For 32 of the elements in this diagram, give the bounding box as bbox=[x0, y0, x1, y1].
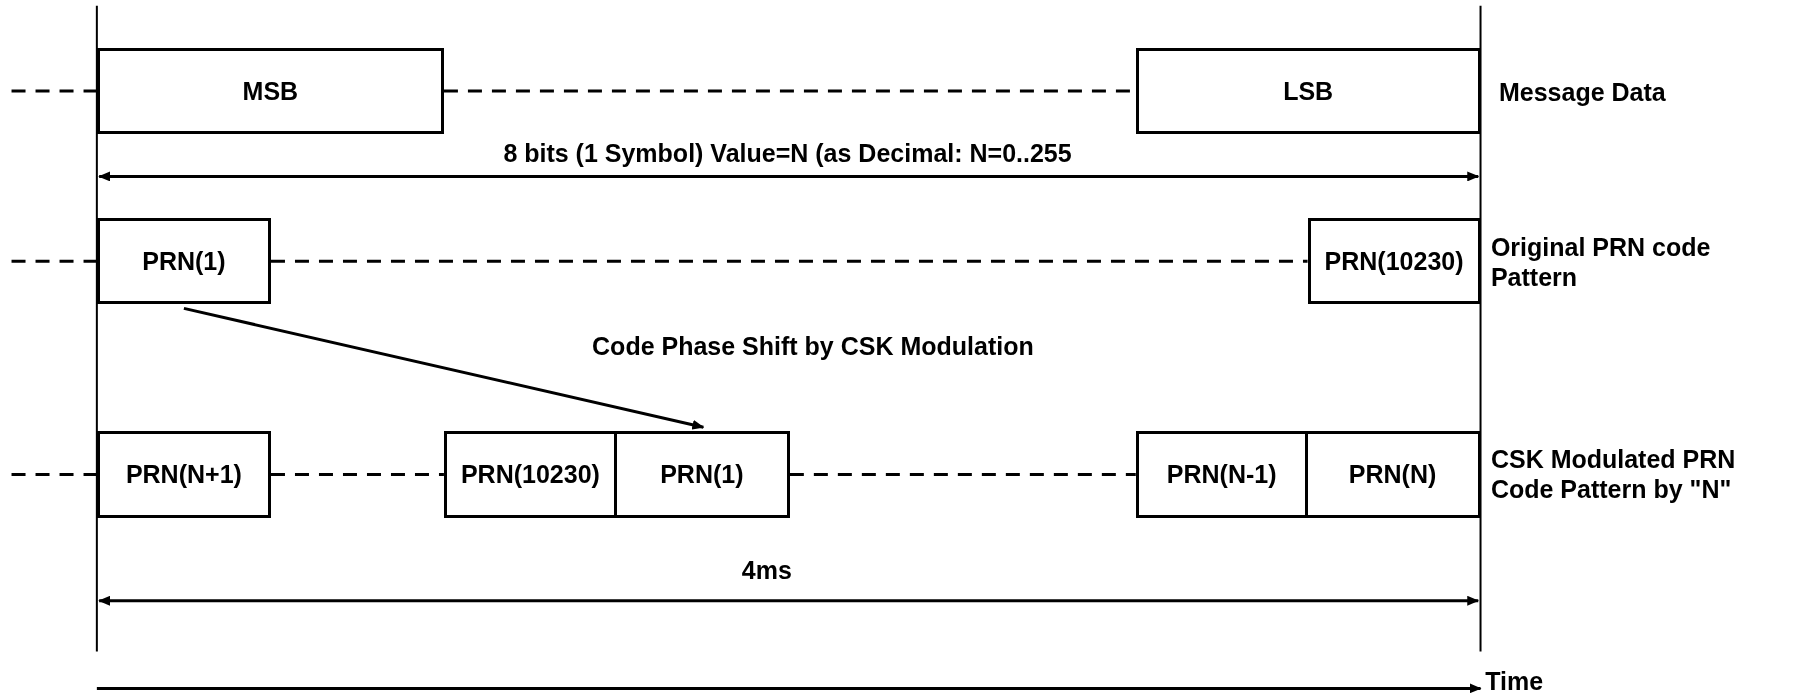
dimension-label: 4ms bbox=[741, 554, 792, 585]
bit-box bbox=[1135, 48, 1481, 134]
dashed-line bbox=[11, 259, 97, 263]
box-label: PRN(10230) bbox=[1324, 246, 1464, 276]
bit-box bbox=[616, 431, 790, 518]
axis-label: Time bbox=[1485, 666, 1544, 695]
box-label: PRN(10230) bbox=[460, 459, 600, 489]
box-label: PRN(N-1) bbox=[1166, 459, 1277, 489]
box-label: PRN(N) bbox=[1348, 459, 1437, 489]
bit-box bbox=[1135, 431, 1308, 518]
dashed-line bbox=[11, 89, 97, 93]
box-label: LSB bbox=[1283, 76, 1334, 106]
bit-box bbox=[96, 217, 271, 305]
box-label: PRN(1) bbox=[142, 246, 226, 276]
bit-box bbox=[1307, 217, 1481, 305]
dashed-line bbox=[270, 473, 444, 476]
dashed-line bbox=[270, 259, 1308, 263]
edge-label: Code Phase Shift by CSK Modulation bbox=[592, 330, 1034, 361]
bit-box bbox=[443, 431, 617, 518]
dimension-label: 8 bits (1 Symbol) Value=N (as Decimal: N=0..255 bbox=[503, 138, 1072, 169]
bit-box bbox=[96, 48, 444, 134]
box-label: PRN(N+1) bbox=[125, 459, 242, 489]
box-label: PRN(1) bbox=[660, 459, 744, 489]
dashed-line bbox=[11, 473, 97, 476]
box-label: MSB bbox=[242, 76, 299, 106]
bit-box bbox=[96, 431, 271, 518]
bit-box bbox=[1307, 431, 1481, 518]
arrow bbox=[183, 306, 705, 430]
row-label: Original PRN code Pattern bbox=[1490, 231, 1712, 292]
row-label: CSK Modulated PRN Code Pattern by "N" bbox=[1490, 443, 1737, 504]
row-label: Message Data bbox=[1498, 77, 1667, 108]
dashed-line bbox=[789, 473, 1136, 476]
